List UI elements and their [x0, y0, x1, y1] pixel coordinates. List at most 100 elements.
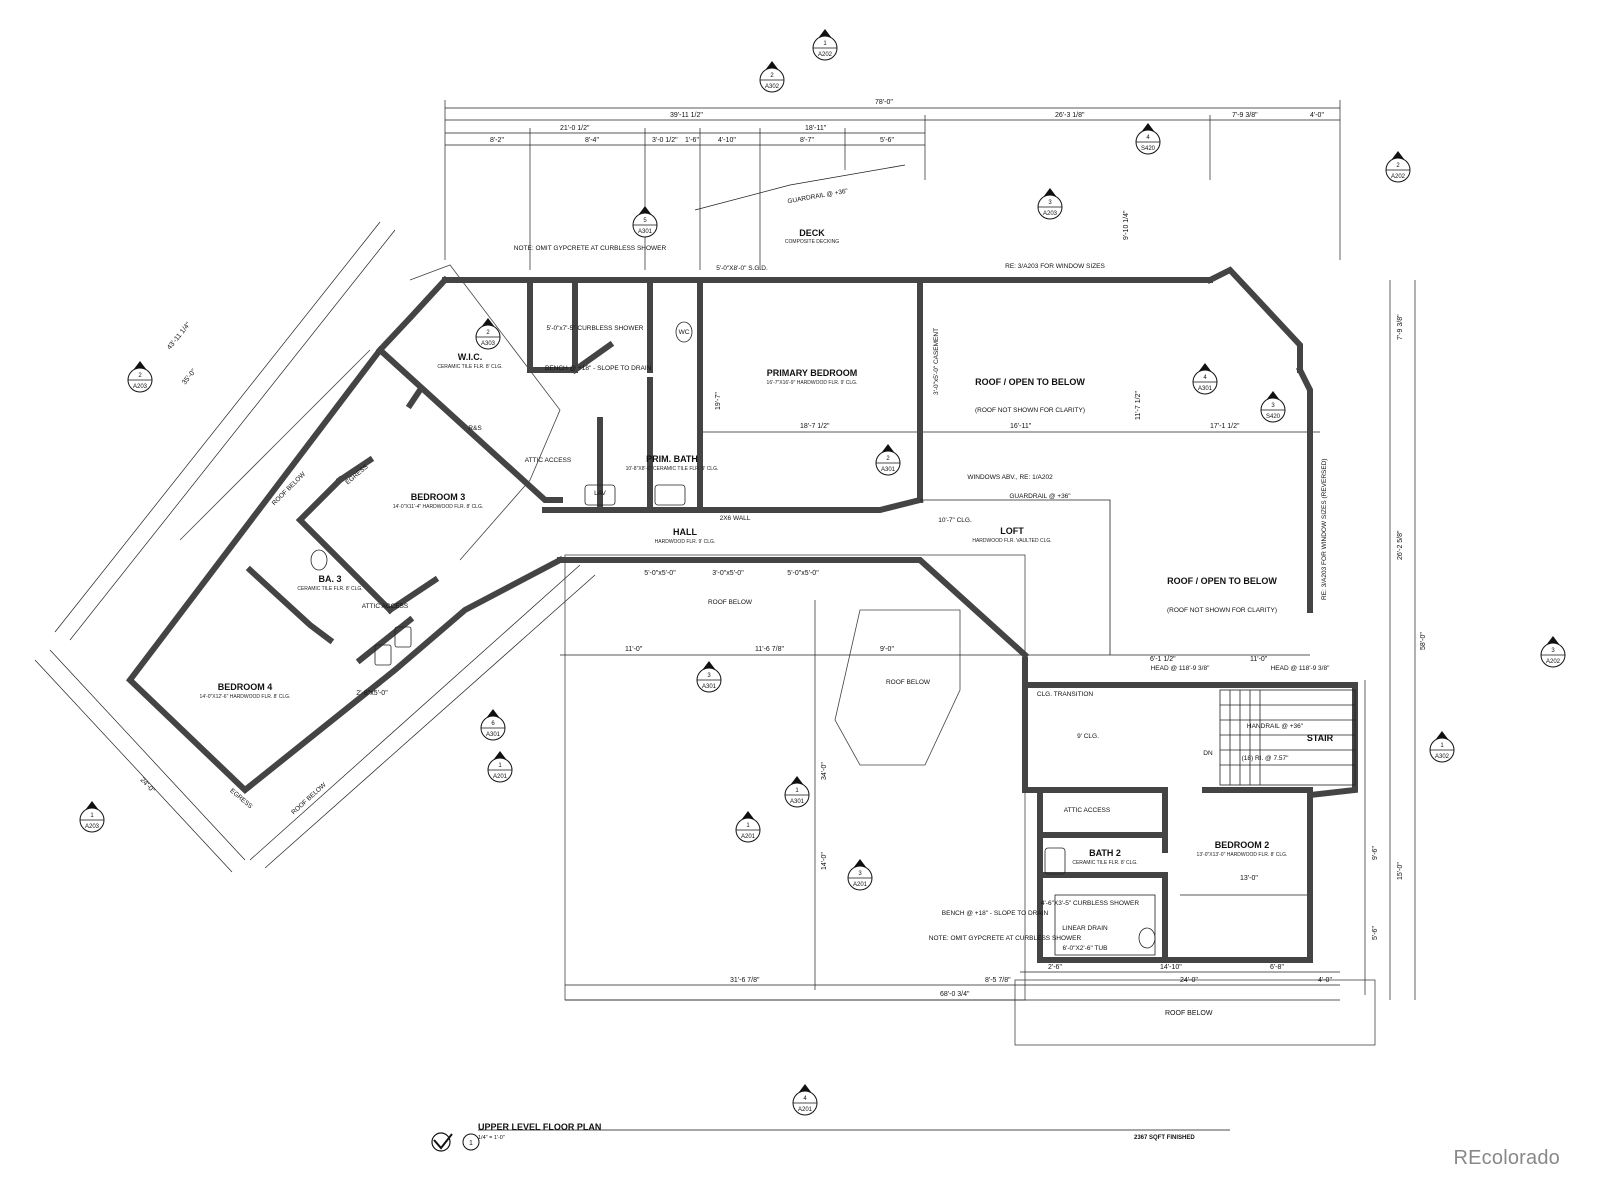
- section-tag-number: 1: [823, 41, 827, 47]
- section-tag-sheet: A201: [741, 834, 756, 840]
- section-tag-sheet: A301: [638, 229, 653, 235]
- head-note-1: HEAD @ 118'-9 3/8": [1151, 665, 1210, 672]
- omit-gypcrete-note-1: NOTE: OMIT GYPCRETE AT CURBLESS SHOWER: [514, 245, 667, 252]
- dim-d44: 19'-7": [715, 392, 722, 410]
- bath2-label: BATH 2: [1089, 848, 1121, 858]
- window-sizes-reversed: RE: 3/A203 FOR WINDOW SIZES (REVERSED): [1321, 458, 1328, 600]
- roof-below-2: ROOF BELOW: [886, 679, 931, 686]
- dim-d16: 17'-1 1/2": [1210, 423, 1240, 430]
- dim-d11: 4'-10": [718, 137, 736, 144]
- dim-d42: 9'-10 1/4": [1123, 210, 1130, 240]
- wic-sub: CERAMIC TILE FLR. 8' CLG.: [437, 364, 502, 370]
- dim-d8: 8'-4": [585, 137, 599, 144]
- dim-d37: 35'-0": [181, 368, 198, 387]
- drawing-title: UPPER LEVEL FLOOR PLAN: [478, 1122, 602, 1132]
- dim-d3: 7'-9 3/8": [1232, 112, 1258, 119]
- deck-guardrail: [694, 164, 906, 211]
- dim-d1: 39'-11 1/2": [670, 112, 703, 119]
- north-arrow-icon: 1: [431, 1132, 480, 1152]
- omit-gypcrete-note-2: NOTE: OMIT GYPCRETE AT CURBLESS SHOWER: [929, 935, 1082, 942]
- bench-note-2: BENCH @ +18" - SLOPE TO DRAIN: [942, 910, 1049, 917]
- dim-overall: 78'-0": [875, 99, 893, 106]
- section-tag-number: 3: [1551, 648, 1555, 654]
- section-tag-number: 5: [643, 218, 647, 224]
- section-tags: 1A2022A3024S4202A2023A2035A3012A3032A203…: [79, 29, 1566, 1116]
- section-tag-number: 2: [770, 73, 774, 79]
- clg-9-note: 9' CLG.: [1077, 733, 1099, 740]
- dim-d35: 5'-6": [1372, 926, 1379, 940]
- dim-d21: 31'-6 7/8": [730, 977, 760, 984]
- inner-dimensions: 11'-0" 11'-6 7/8" 9'-0" 6'-1 1/2" 11'-0"…: [560, 390, 1320, 896]
- dn-note: DN: [1203, 750, 1213, 757]
- bedroom3-label: BEDROOM 3: [411, 492, 466, 502]
- prim-bath-label: PRIM. BATH: [646, 454, 698, 464]
- section-tag-sheet: A201: [798, 1107, 813, 1113]
- title-number: 1: [469, 1140, 473, 1147]
- finished-sqft: 2367 SQFT FINISHED: [1134, 1135, 1195, 1141]
- section-tag-number: 3: [1271, 403, 1275, 409]
- roof-below-4: ROOF BELOW: [290, 781, 328, 816]
- attic-access-3: ATTIC ACCESS: [1064, 807, 1111, 814]
- dim-d22: 8'-5 7/8": [985, 977, 1011, 984]
- section-tag-number: 2: [486, 330, 490, 336]
- dim-d34: 15'-0": [1397, 862, 1404, 880]
- dim-d30: 34'-0": [821, 762, 828, 780]
- room-labels: PRIMARY BEDROOM 16'-7"X16'-9" HARDWOOD F…: [200, 228, 1334, 866]
- prim-bath-sub: 10'-8"X8'-6" CERAMIC TILE FLR. 9' CLG.: [626, 466, 719, 472]
- section-tag-number: 4: [1203, 375, 1207, 381]
- loft-label: LOFT: [1000, 526, 1024, 536]
- section-tag-number: 3: [858, 871, 862, 877]
- clg-10-note: 10'-7" CLG.: [938, 517, 972, 524]
- right-dimensions: 58'-0" 26'-2 5/8" 7'-9 3/8" 9'-6" 5'-6" …: [1364, 280, 1427, 1000]
- roof-open-sub-2: (ROOF NOT SHOWN FOR CLARITY): [1167, 607, 1277, 614]
- door-d41: 2'-8"x5'-0": [356, 690, 388, 697]
- dim-d19: 9'-0": [880, 646, 894, 653]
- loft-sub: HARDWOOD FLR. VAULTED CLG.: [972, 538, 1051, 544]
- section-tag-number: 2: [138, 373, 142, 379]
- section-tag-number: 4: [803, 1096, 807, 1102]
- section-tag-sheet: A301: [702, 684, 717, 690]
- curbless-shower-2: 4'-6"X3'-5" CURBLESS SHOWER: [1041, 900, 1139, 907]
- ba3-label: BA. 3: [318, 574, 341, 584]
- guardrail-note-1: GUARDRAIL @ +36": [787, 188, 849, 206]
- section-tag-sheet: A201: [853, 882, 868, 888]
- wall-2x6-note: 2X6 WALL: [720, 515, 751, 522]
- dim-d5: 21'-0 1/2": [560, 125, 590, 132]
- dim-d17: 11'-0": [625, 646, 643, 653]
- dim-d38: 24'-0": [139, 777, 157, 795]
- dim-d29: 26'-2 5/8": [1397, 530, 1404, 560]
- dim-d7: 8'-2": [490, 137, 504, 144]
- dim-d2: 26'-3 1/8": [1055, 112, 1085, 119]
- dim-d28: 58'-0": [1420, 632, 1427, 650]
- roof-open-sub-1: (ROOF NOT SHOWN FOR CLARITY): [975, 407, 1085, 414]
- dim-d17b: 11'-0": [1250, 656, 1268, 663]
- section-tag-number: 3: [707, 673, 711, 679]
- wic-label: W.I.C.: [458, 352, 483, 362]
- section-tag-sheet: A201: [493, 774, 508, 780]
- dim-d12: 8'-7": [800, 137, 814, 144]
- bench-note-1: BENCH @ +18" - SLOPE TO DRAIN: [545, 365, 652, 372]
- dim-d25: 14'-10": [1160, 964, 1182, 971]
- bedroom2-label: BEDROOM 2: [1215, 840, 1270, 850]
- dim-d6: 18'-11": [805, 125, 827, 132]
- hall-sub: HARDWOOD FLR. 9' CLG.: [655, 539, 716, 545]
- hall-label: HALL: [673, 527, 697, 537]
- guardrail-note-2: GUARDRAIL @ +36": [1009, 493, 1071, 500]
- dim-d33: 9'-6": [1372, 846, 1379, 860]
- section-tag-sheet: A202: [1391, 174, 1406, 180]
- roof-below-1: ROOF BELOW: [708, 599, 753, 606]
- primary-bedroom-label: PRIMARY BEDROOM: [767, 368, 858, 378]
- dim-d9: 3'-0 1/2": [652, 137, 678, 144]
